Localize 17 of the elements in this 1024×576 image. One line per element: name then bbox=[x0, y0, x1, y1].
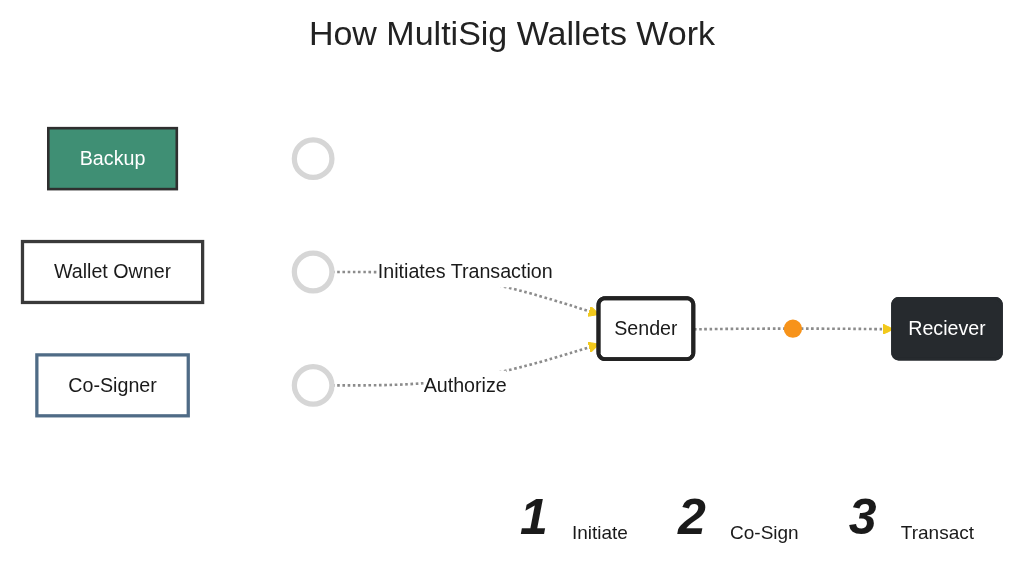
node-circle bbox=[291, 363, 335, 407]
step-label: Transact bbox=[900, 523, 974, 542]
edge-label: Authorize bbox=[423, 373, 507, 396]
step-label: Co-Sign bbox=[730, 523, 799, 542]
step-label: Initiate bbox=[571, 523, 628, 542]
node-circle bbox=[783, 319, 803, 338]
edge-label: Initiates Transaction bbox=[377, 259, 553, 283]
node-box: Backup bbox=[47, 126, 179, 191]
node-circle bbox=[291, 137, 335, 181]
diagram-title: How MultiSig Wallets Work bbox=[308, 14, 716, 52]
step-number: 3 bbox=[848, 492, 877, 542]
step-number: 1 bbox=[520, 492, 548, 542]
node-circle bbox=[291, 250, 335, 294]
node-box: Co-Signer bbox=[35, 353, 190, 418]
step-number: 2 bbox=[678, 492, 706, 542]
connector bbox=[693, 327, 786, 331]
node-box: Wallet Owner bbox=[20, 239, 205, 305]
